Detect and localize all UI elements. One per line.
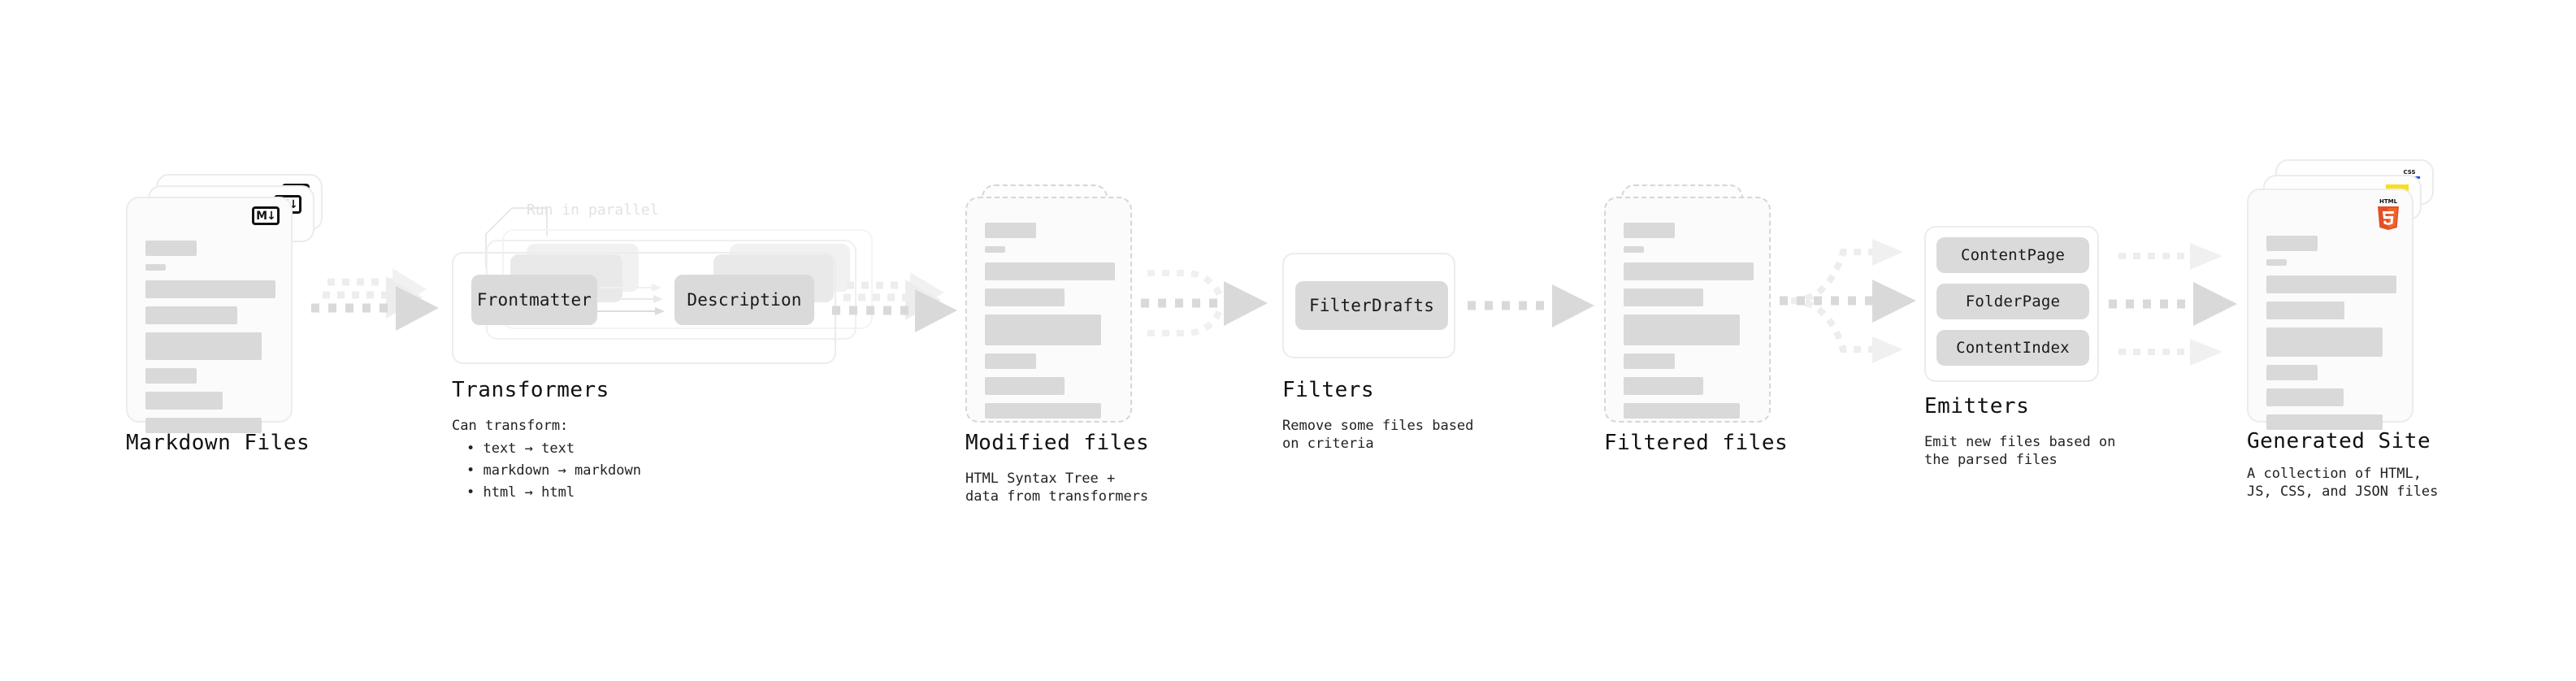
caption-generated-site: Generated Site (2247, 429, 2431, 453)
transformer-group-box: Frontmatter Description (452, 252, 836, 364)
connector-transformers-to-modified (832, 272, 957, 332)
caption-transformers: Transformers (452, 378, 609, 402)
transformer-inner-arrows (593, 284, 665, 315)
run-in-parallel-bracket (485, 207, 548, 268)
filters-group-box: FilterDrafts (1282, 253, 1455, 358)
doc-skeleton-lines (145, 241, 275, 441)
connector-md-to-transformers (311, 268, 439, 331)
connector-filtered-to-emitters (1780, 239, 1916, 363)
chip-folderpage[interactable]: FolderPage (1936, 284, 2089, 319)
caption-filters: Filters (1282, 378, 1375, 402)
run-in-parallel-label: Run in parallel (527, 202, 659, 219)
connector-modified-to-filters (1141, 270, 1268, 336)
transformers-description: Can transform: (452, 418, 569, 434)
chip-contentpage[interactable]: ContentPage (1936, 237, 2089, 273)
transformers-bullet-2: • html → html (466, 484, 575, 501)
filtered-file-card-front (1604, 197, 1771, 423)
chip-description[interactable]: Description (674, 275, 814, 325)
css-icon-label: CSS (2403, 169, 2416, 176)
connector-filters-to-filtered (1468, 284, 1594, 327)
modified-file-card-front (965, 197, 1132, 423)
html5-icon: HTML (2374, 197, 2402, 231)
caption-emitters: Emitters (1924, 394, 2030, 419)
emitters-description: Emit new files based on the parsed files (1924, 434, 2116, 468)
caption-modified-files: Modified files (965, 431, 1150, 455)
doc-skeleton-lines (985, 223, 1115, 427)
chip-filterdrafts[interactable]: FilterDrafts (1295, 281, 1448, 330)
modified-files-description: HTML Syntax Tree + data from transformer… (965, 471, 1149, 505)
caption-filtered-files: Filtered files (1604, 431, 1789, 455)
transformers-bullet-0: • text → text (466, 440, 575, 457)
caption-markdown-files: Markdown Files (126, 431, 310, 455)
connector-emitters-to-site (2109, 243, 2237, 366)
filters-description: Remove some files based on criteria (1282, 418, 1474, 452)
transformers-bullet-1: • markdown → markdown (466, 462, 641, 479)
doc-skeleton-lines (2266, 236, 2396, 438)
chip-frontmatter[interactable]: Frontmatter (471, 275, 597, 325)
site-file-card-html: HTML (2247, 189, 2413, 430)
emitters-group-box: ContentPage FolderPage ContentIndex (1924, 226, 2099, 382)
chip-contentindex[interactable]: ContentIndex (1936, 330, 2089, 366)
doc-skeleton-lines (1624, 223, 1754, 427)
markdown-icon: M↓ (252, 206, 280, 225)
generated-site-description: A collection of HTML, JS, CSS, and JSON … (2247, 466, 2439, 500)
svg-text:HTML: HTML (2379, 198, 2398, 205)
markdown-file-card-front: M↓ (126, 197, 293, 433)
